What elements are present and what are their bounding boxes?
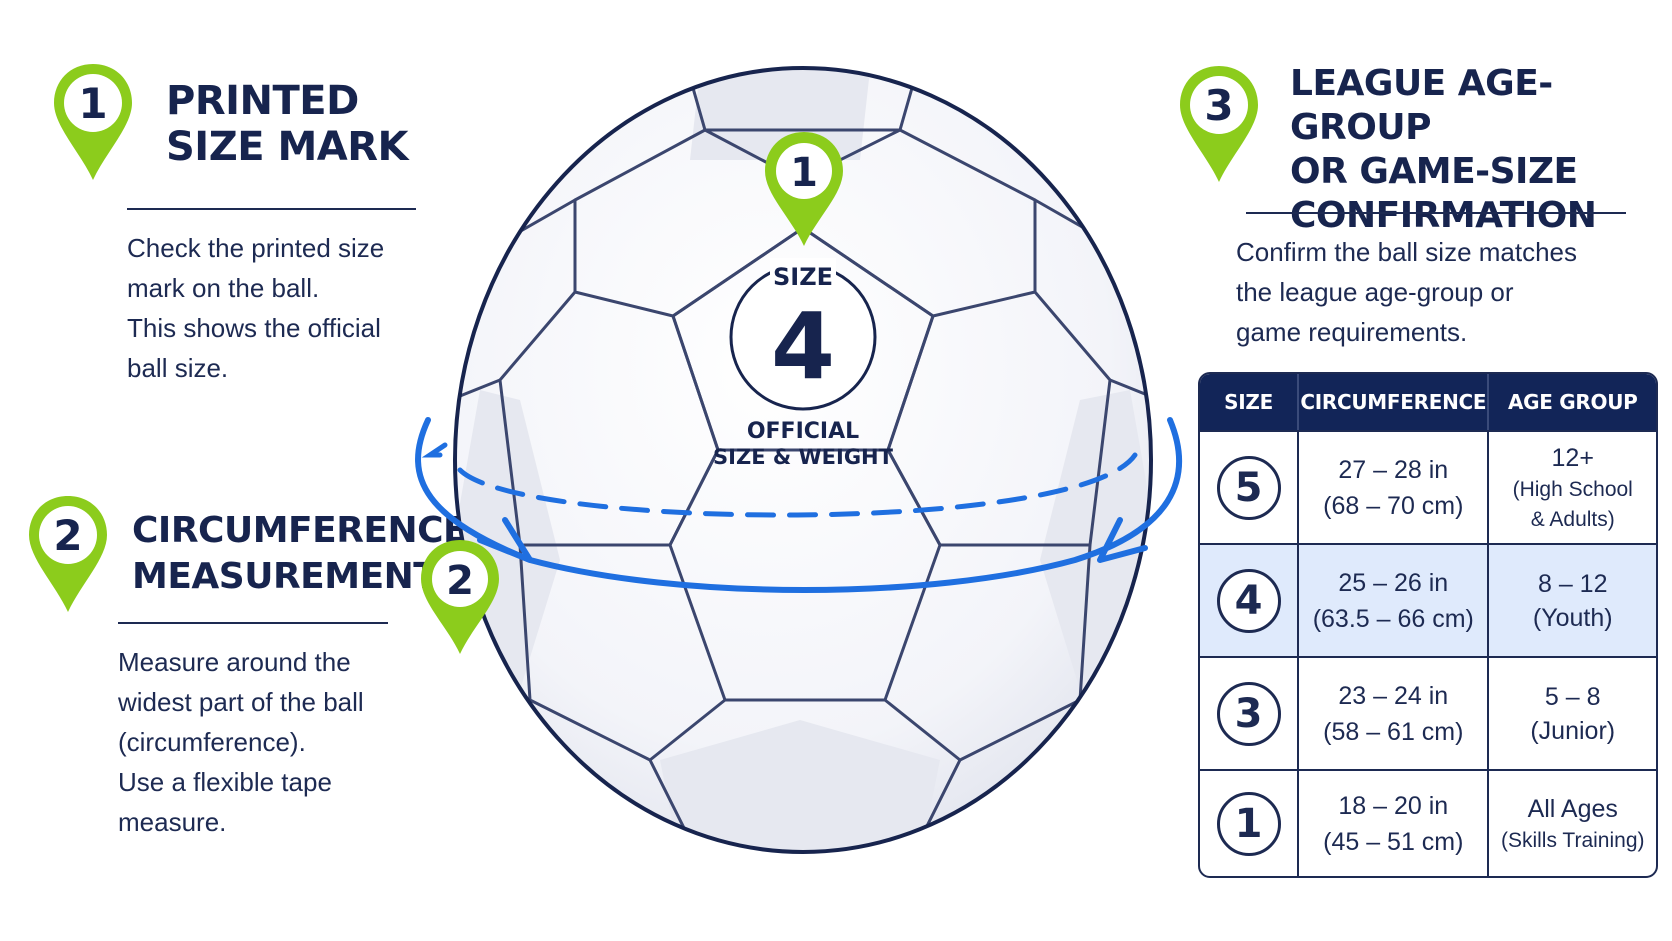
header-age-group: AGE GROUP (1487, 374, 1656, 430)
header-circumference: CIRCUMFERENCE (1297, 374, 1487, 430)
ball-size-table: SIZE CIRCUMFERENCE AGE GROUP 5 27 – 28 i… (1198, 372, 1658, 878)
age-group-main: All Ages (1527, 794, 1618, 823)
step-1-number: 1 (78, 79, 107, 128)
section-3-description: Confirm the ball size matches the league… (1236, 237, 1578, 347)
section-1-description: Check the printed size mark on the ball.… (127, 233, 385, 383)
section-1-title: PRINTED SIZE MARK (166, 78, 409, 170)
size-badge: 1 (1216, 791, 1281, 856)
age-group-detail: (Skills Training) (1500, 828, 1645, 852)
ball-pin-2-icon: 2 (421, 540, 499, 654)
age-group-main: 12+ (1551, 443, 1594, 472)
age-group-main: 8 – 12 (1537, 569, 1608, 598)
circumference-cm: (63.5 – 66 cm) (1312, 604, 1474, 633)
step-1-map-pin-icon: 1 (54, 64, 132, 180)
circumference-inches: 25 – 26 in (1338, 568, 1449, 597)
ball-pin-2-number: 2 (446, 558, 474, 604)
step-2-map-pin-icon: 2 (29, 496, 107, 612)
age-group-detail-2: & Adults) (1530, 507, 1615, 531)
circumference-tape-icon (415, 417, 1182, 593)
size-badge: 4 (1216, 568, 1281, 633)
ball-pin-1-icon: 1 (765, 132, 843, 246)
circumference-cm: (45 – 51 cm) (1323, 827, 1464, 856)
size-mark-label: SIZE (773, 263, 833, 291)
section-3-title: LEAGUE AGE-GROUP OR GAME-SIZE CONFIRMATI… (1290, 63, 1597, 236)
size-mark-number: 4 (771, 293, 835, 400)
circumference-inches: 18 – 20 in (1338, 791, 1449, 820)
section-3-divider (1246, 212, 1626, 214)
ball-panels (455, 68, 1151, 852)
section-2-title: CIRCUMFERENCE MEASUREMENT (132, 510, 468, 597)
age-group-main: 5 – 8 (1544, 682, 1601, 711)
header-size: SIZE (1224, 390, 1273, 414)
size-badge: 3 (1216, 681, 1281, 746)
circumference-inches: 27 – 28 in (1338, 455, 1449, 484)
circumference-inches: 23 – 24 in (1338, 681, 1449, 710)
step-3-number: 3 (1204, 81, 1233, 130)
official-label-line-2: SIZE & WEIGHT (713, 445, 894, 469)
section-2-description: Measure around the widest part of the ba… (118, 647, 364, 837)
age-group-detail: (Youth) (1532, 603, 1613, 632)
table-row: 3 23 – 24 in (58 – 61 cm) 5 – 8 (Junior) (1200, 656, 1656, 769)
step-3-map-pin-icon: 3 (1180, 66, 1258, 182)
table-row: 5 27 – 28 in (68 – 70 cm) 12+ (High Scho… (1200, 430, 1656, 543)
step-2-number: 2 (53, 511, 82, 560)
size-badge: 5 (1216, 455, 1281, 520)
official-label-line-1: OFFICIAL (747, 419, 859, 444)
section-1-divider (127, 208, 416, 210)
ball-pin-1-number: 1 (790, 150, 818, 196)
section-2-divider (118, 622, 388, 624)
age-group-detail: (Junior) (1530, 716, 1616, 745)
age-group-detail: (High School (1512, 477, 1633, 501)
circumference-cm: (68 – 70 cm) (1323, 491, 1464, 520)
table-row: 1 18 – 20 in (45 – 51 cm) All Ages (Skil… (1200, 769, 1656, 876)
table-row-highlighted: 4 25 – 26 in (63.5 – 66 cm) 8 – 12 (Yout… (1200, 543, 1656, 656)
circumference-cm: (58 – 61 cm) (1323, 717, 1464, 746)
ball-body (455, 68, 1151, 852)
table-header-row: SIZE CIRCUMFERENCE AGE GROUP (1200, 374, 1656, 430)
